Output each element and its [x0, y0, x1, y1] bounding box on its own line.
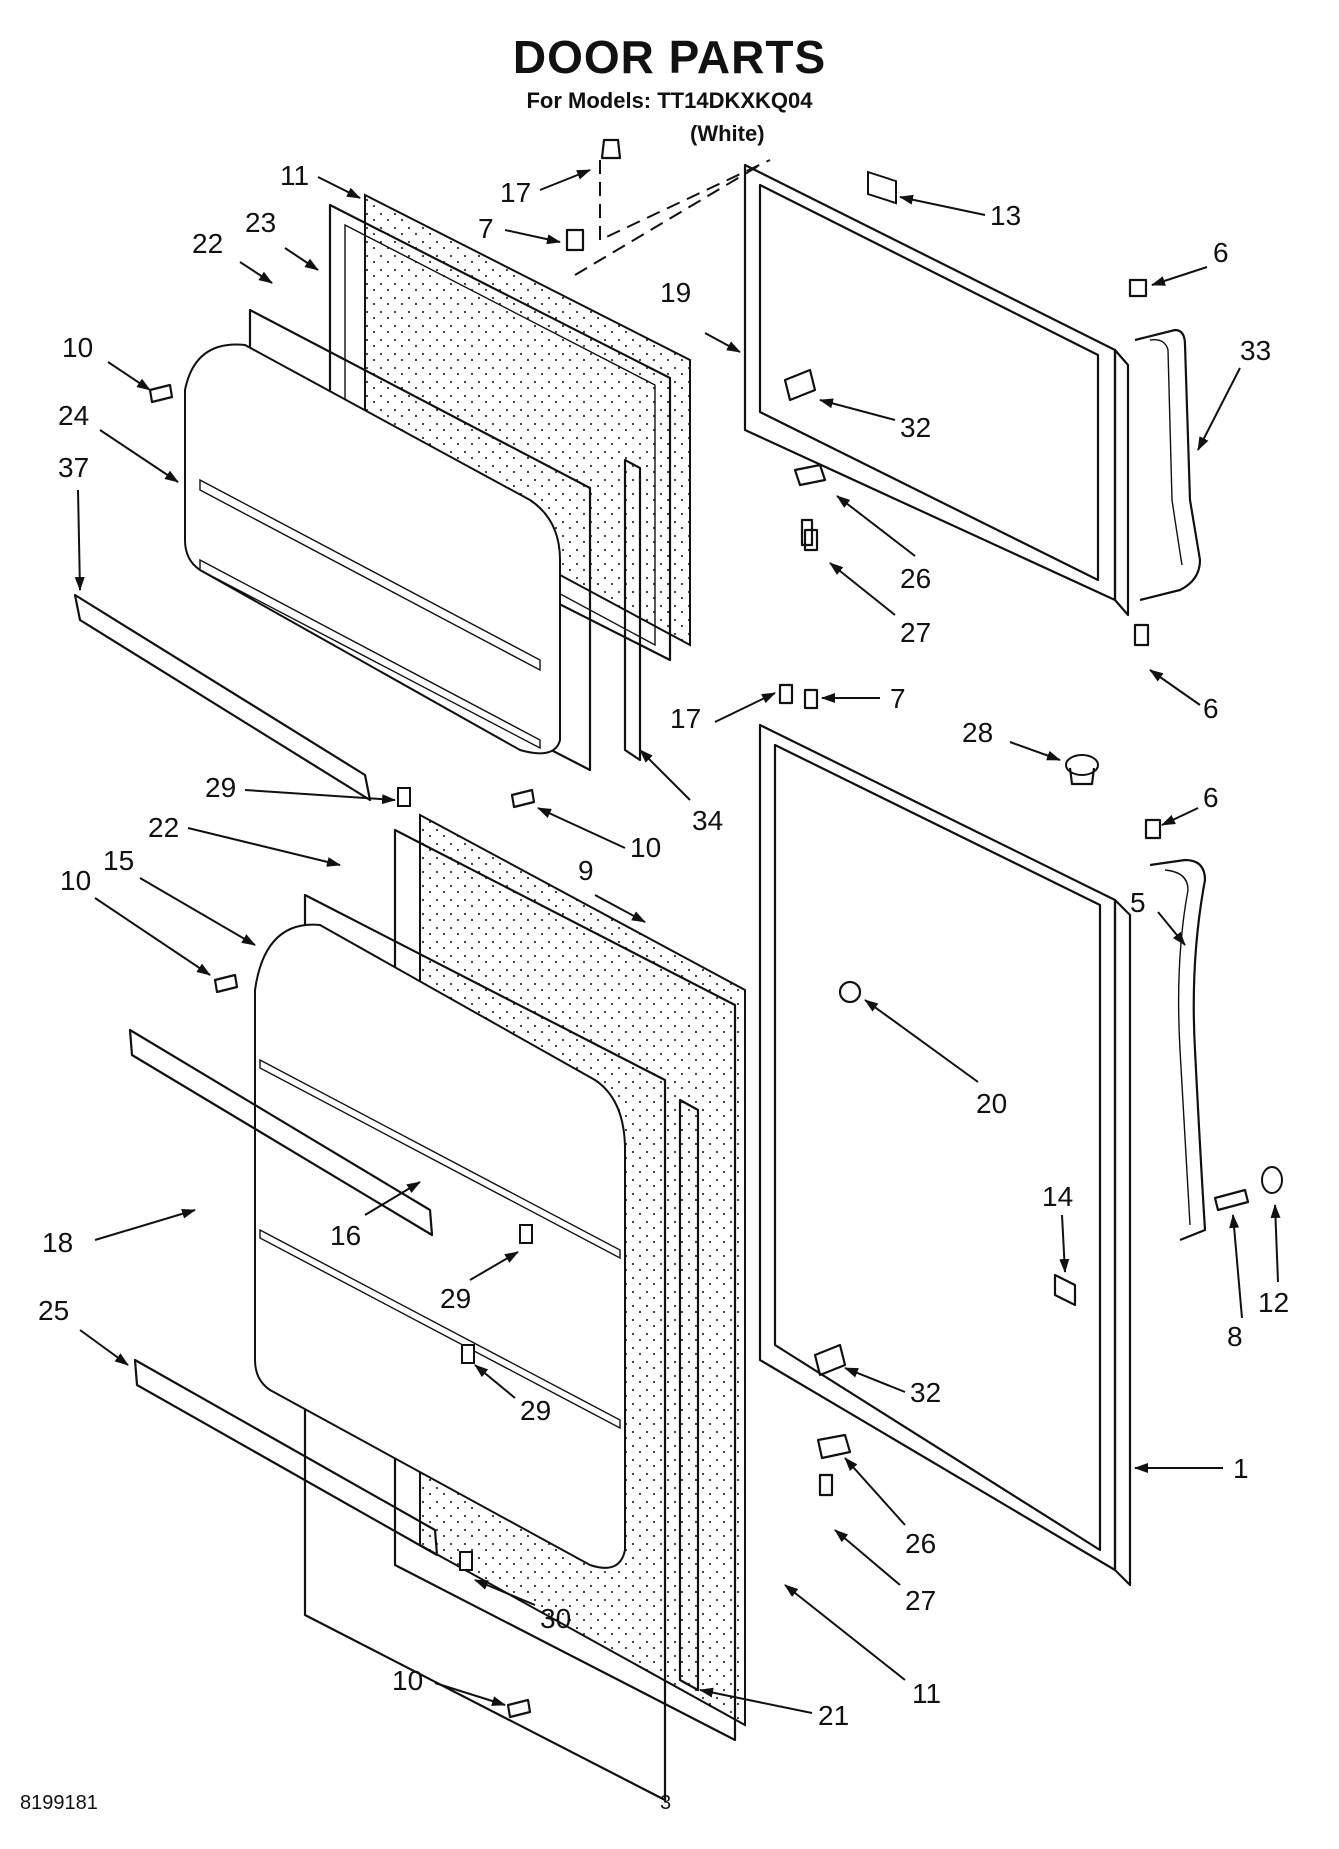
callout-label: 6: [1203, 782, 1219, 813]
document-number: 8199181: [20, 1792, 98, 1814]
callout-label: 8: [1227, 1321, 1243, 1352]
callout-label: 29: [440, 1283, 471, 1314]
callout-label: 26: [900, 563, 931, 594]
fresh-food-strip-21: [678, 1098, 700, 1692]
fresh-food-door-liner: [254, 893, 667, 1802]
callout-label: 32: [900, 412, 931, 443]
callout-label: 34: [692, 805, 723, 836]
callout-label: 17: [670, 703, 701, 734]
callout-label: 10: [392, 1665, 423, 1696]
freezer-door-panel-outer: [743, 163, 1130, 617]
screws: [148, 138, 1162, 1719]
callout-label: 10: [62, 332, 93, 363]
freezer-door-liner: [184, 308, 592, 772]
freezer-label-13: [867, 170, 897, 205]
door-bracket-14: [1053, 1273, 1077, 1307]
fresh-food-shelf-bar-18: [128, 1028, 434, 1237]
callout-label: 9: [578, 855, 594, 886]
callout-label: 30: [540, 1603, 571, 1634]
callout-label: 7: [478, 213, 494, 244]
door-plug-28: [1065, 754, 1099, 786]
door-stop-20: [838, 980, 862, 1004]
callout-label: 33: [1240, 335, 1271, 366]
callout-label: 1: [1233, 1453, 1249, 1484]
callout-label: 29: [205, 772, 236, 803]
callout-label: 29: [520, 1395, 551, 1426]
color-note: (White): [690, 121, 765, 146]
screw-8-and-cap-12: [1213, 1166, 1283, 1212]
callout-label: 10: [630, 832, 661, 863]
callout-label: 32: [910, 1377, 941, 1408]
freezer-hinge-32: [783, 368, 827, 547]
callout-label: 18: [42, 1227, 73, 1258]
freezer-door-handle-33: [1134, 328, 1202, 602]
callout-label: 25: [38, 1295, 69, 1326]
fresh-food-shelf-bar-25: [133, 1358, 439, 1557]
callout-label: 17: [500, 177, 531, 208]
callout-label: 7: [890, 683, 906, 714]
callout-label: 16: [330, 1220, 361, 1251]
callout-label: 27: [905, 1585, 936, 1616]
callout-label: 19: [660, 277, 691, 308]
callout-label: 26: [905, 1528, 936, 1559]
small-clips: [397, 787, 533, 1571]
callout-label: 21: [818, 1700, 849, 1731]
fresh-food-door-panel-outer: [758, 723, 1132, 1587]
callout-label: 6: [1203, 693, 1219, 724]
callout-label: 12: [1258, 1287, 1289, 1318]
callout-label: 27: [900, 617, 931, 648]
callout-label: 22: [192, 228, 223, 259]
callout-label: 11: [912, 1678, 941, 1709]
callout-label: 23: [245, 207, 276, 238]
callout-label: 15: [103, 845, 134, 876]
callout-label: 11: [280, 160, 309, 191]
models-line: For Models: TT14DKXKQ04: [526, 88, 813, 113]
callout-label: 28: [962, 717, 993, 748]
callout-label: 22: [148, 812, 179, 843]
callout-label: 13: [990, 200, 1021, 231]
callout-label: 14: [1042, 1181, 1073, 1212]
callout-label: 10: [60, 865, 91, 896]
callout-label: 6: [1213, 237, 1229, 268]
fresh-food-hinge-32: [813, 1343, 852, 1460]
freezer-door-shelf-bar-37: [73, 593, 372, 802]
callout-label: 5: [1130, 887, 1146, 918]
callout-label: 37: [58, 452, 89, 483]
page-title: DOOR PARTS: [512, 31, 827, 83]
callout-label: 20: [976, 1088, 1007, 1119]
callouts: 11 17 7 13 23 22 6 19 10 33 32 24: [38, 160, 1289, 1731]
callout-label: 24: [58, 400, 89, 431]
guide-line-upper: [574, 159, 771, 276]
fresh-food-handle-5: [1149, 858, 1207, 1242]
page-number: 3: [660, 1792, 672, 1814]
